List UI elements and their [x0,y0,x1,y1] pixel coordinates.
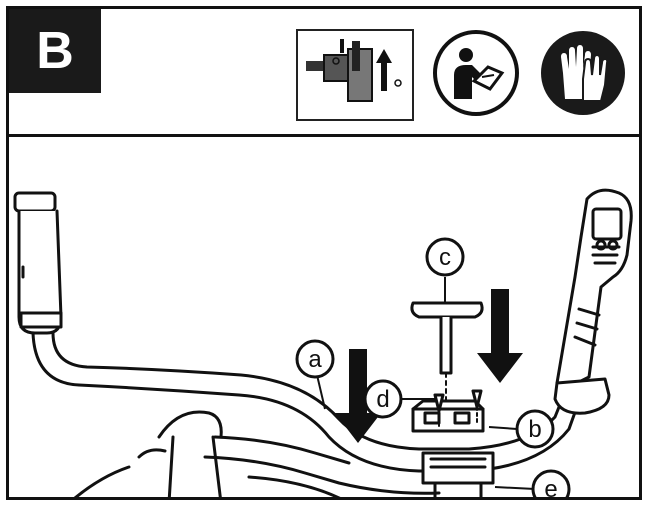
svg-text:d: d [376,386,389,413]
read-manual-icon [432,29,520,117]
callout-c: c [425,237,465,277]
instruction-panel: B [6,6,642,500]
callout-b: b [515,409,555,449]
small-screws [433,389,483,428]
down-arrows [335,289,523,443]
svg-text:c: c [439,244,451,271]
callout-a: a [295,339,335,379]
right-grip-control [553,188,633,415]
panel-header: B [9,9,639,137]
power-tool-pull-icon [296,29,414,121]
callout-d: d [363,379,403,419]
wear-gloves-icon [539,29,627,117]
t-bolt [410,301,484,404]
frame-stem [73,410,341,497]
handlebar-assembly-drawing: a b c d e [13,188,633,500]
svg-text:a: a [308,346,322,373]
callout-e: e [531,469,571,500]
left-grip [13,191,63,335]
base-clamp [421,451,495,497]
svg-text:e: e [544,476,557,500]
svg-text:b: b [528,416,541,443]
mount-block [411,399,485,433]
step-letter-badge: B [9,9,101,93]
